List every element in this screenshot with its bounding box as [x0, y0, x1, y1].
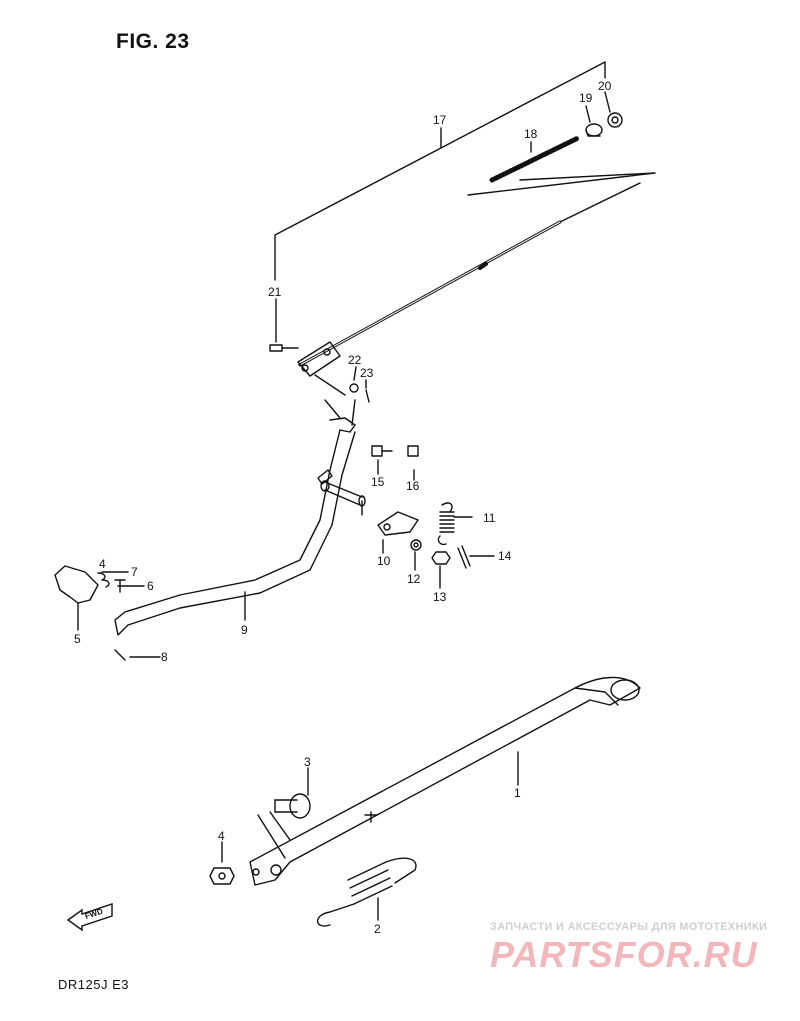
callout-13: 13 — [433, 590, 447, 604]
part-20 — [607, 112, 623, 128]
figure-title: FIG. 23 — [116, 30, 190, 53]
bolt-21 — [269, 344, 299, 352]
callout-4: 4 — [218, 829, 225, 843]
spring-18 — [489, 135, 581, 183]
brake-pedal-9 — [114, 417, 356, 636]
callout-16: 16 — [406, 479, 420, 493]
callout-23: 23 — [360, 366, 374, 380]
callout-4b: 4 — [99, 557, 106, 571]
pivot-shaft — [320, 480, 366, 516]
washer-12 — [410, 539, 422, 551]
callout-9: 9 — [241, 623, 248, 637]
nut-13 — [431, 551, 451, 565]
clevis — [297, 341, 341, 377]
callout-8: 8 — [161, 650, 168, 664]
washer-22 — [349, 383, 359, 393]
spring-2 — [316, 857, 417, 927]
callout-7: 7 — [131, 565, 138, 579]
pin-8 — [114, 649, 161, 661]
watermark-tagline: ЗАПЧАСТИ И АКСЕССУАРЫ ДЛЯ МОТОТЕХНИКИ — [490, 921, 768, 933]
callout-15: 15 — [371, 475, 385, 489]
cotter-pin-14 — [457, 545, 471, 569]
bracket-17 — [274, 61, 606, 281]
callout-10: 10 — [377, 554, 391, 568]
callout-12: 12 — [407, 572, 421, 586]
plate-10 — [377, 511, 419, 536]
nut-16 — [407, 445, 419, 457]
callout-14: 14 — [498, 549, 512, 563]
watermark-logo: PARTSFOR.RU — [490, 934, 758, 975]
callout-5: 5 — [74, 632, 81, 646]
callout-11: 11 — [483, 511, 496, 525]
cable-rod-upper — [467, 172, 656, 223]
spring-11 — [437, 502, 455, 546]
brake-rod — [298, 220, 562, 367]
model-code: DR125J E3 — [58, 977, 129, 992]
callout-1: 1 — [514, 786, 521, 800]
bolt-15 — [371, 445, 393, 457]
fwd-arrow-icon: FWD — [66, 903, 113, 932]
callout-3: 3 — [304, 755, 311, 769]
bolt-3 — [274, 793, 311, 819]
callout-19: 19 — [579, 91, 593, 105]
callout-17: 17 — [433, 113, 447, 127]
callout-6: 6 — [147, 579, 154, 593]
callout-22: 22 — [348, 353, 362, 367]
nut-4 — [209, 867, 235, 885]
callout-21: 21 — [268, 285, 282, 299]
pin-23 — [365, 389, 370, 403]
callout-2: 2 — [374, 922, 381, 936]
pedal-tip-5 — [54, 565, 99, 631]
callout-20: 20 — [598, 79, 612, 93]
side-stand-1 — [249, 676, 641, 886]
callout-labels: 1 2 3 4 4 5 6 7 8 9 10 11 12 13 14 15 16… — [74, 79, 612, 936]
callout-18: 18 — [524, 127, 538, 141]
spring-7 — [97, 572, 110, 588]
part-19 — [585, 123, 603, 137]
